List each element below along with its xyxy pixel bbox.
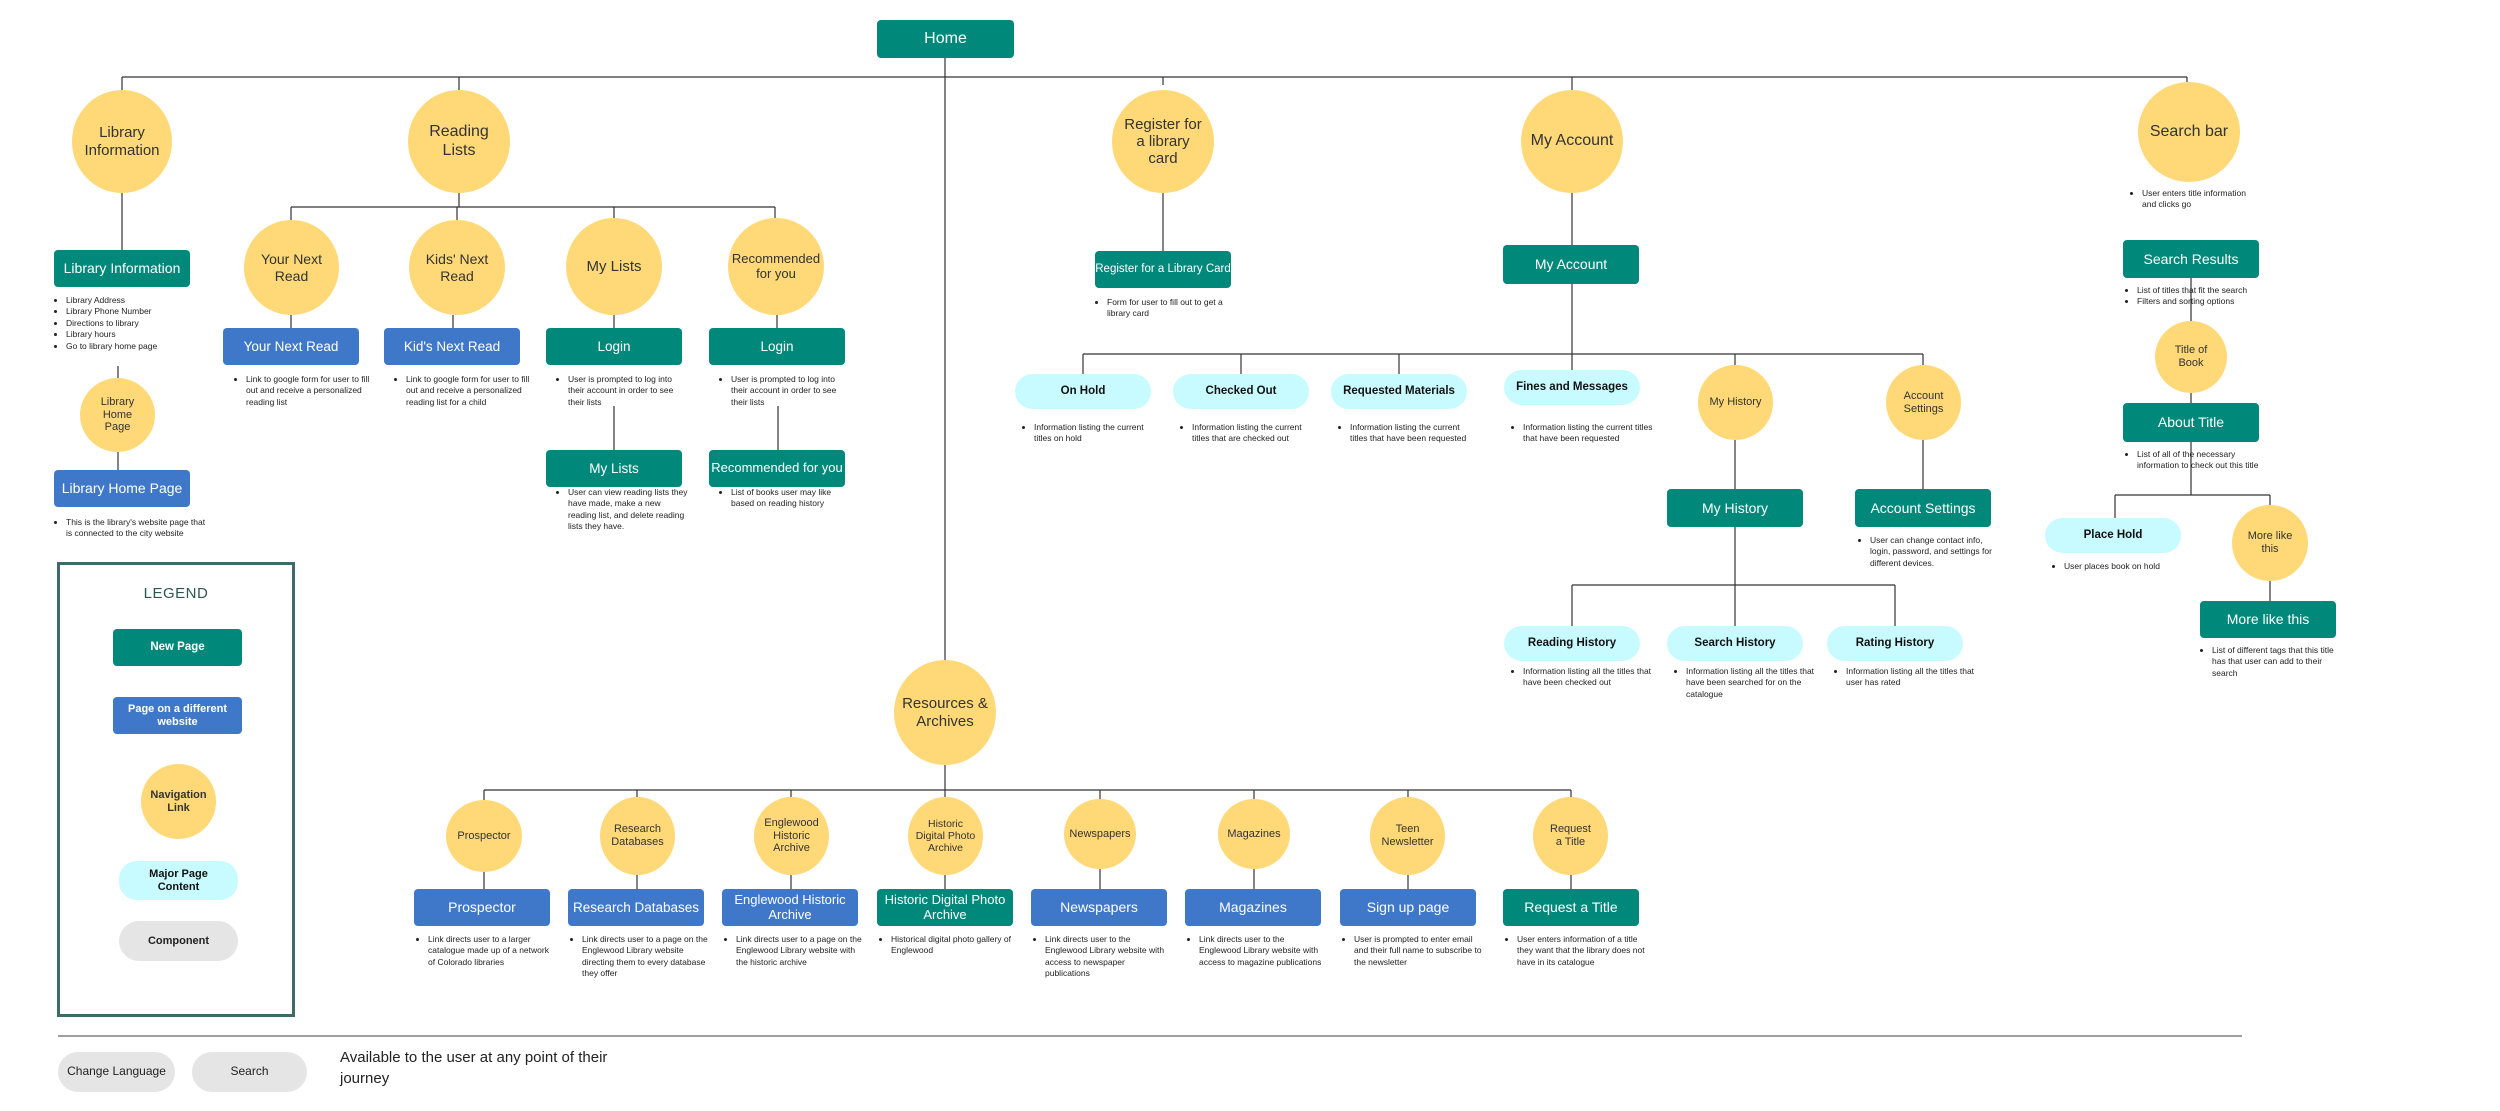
legend: LEGEND (57, 562, 295, 1017)
sign-up-page[interactable]: Sign up page (1340, 889, 1476, 926)
nav-register-library-card[interactable]: Register for a library card (1112, 90, 1214, 193)
search-history-content: Search History (1667, 626, 1803, 661)
nav-my-lists[interactable]: My Lists (566, 218, 662, 315)
search-results-page[interactable]: Search Results (2123, 240, 2259, 278)
on-hold-content: On Hold (1015, 374, 1151, 409)
nav-account-settings[interactable]: Account Settings (1886, 365, 1961, 440)
checked-out-notes: Information listing the current titles t… (1178, 422, 1320, 445)
historic-digital-photo-archive-page[interactable]: Historic Digital Photo Archive (877, 889, 1013, 926)
search-button[interactable]: Search (192, 1052, 307, 1092)
register-library-card-notes: Form for user to fill out to get a libra… (1093, 297, 1242, 320)
availability-note: Available to the user at any point of th… (340, 1049, 608, 1087)
rating-history-notes: Information listing all the titles that … (1832, 666, 1976, 689)
reading-history-notes: Information listing all the titles that … (1509, 666, 1653, 689)
rating-history-content: Rating History (1827, 626, 1963, 661)
recommended-for-you-page[interactable]: Recommended for you (709, 450, 845, 487)
nav-newspapers[interactable]: Newspapers (1064, 799, 1136, 869)
search-history-notes: Information listing all the titles that … (1672, 666, 1816, 700)
legend-title: LEGEND (143, 585, 209, 602)
on-hold-notes: Information listing the current titles o… (1020, 422, 1162, 445)
research-databases-notes: Link directs user to a page on the Engle… (568, 934, 712, 980)
account-settings-page[interactable]: Account Settings (1855, 489, 1991, 527)
about-title-notes: List of all of the necessary information… (2123, 449, 2272, 472)
recommended-login-notes: User is prompted to log into their accou… (717, 374, 851, 408)
prospector-notes: Link directs user to a larger catalogue … (414, 934, 550, 968)
search-results-notes: List of titles that fit the searchFilter… (2123, 285, 2277, 308)
magazines-notes: Link directs user to the Englewood Libra… (1185, 934, 1324, 968)
register-library-card-page[interactable]: Register for a Library Card (1095, 251, 1231, 288)
nav-recommended-for-you[interactable]: Recommended for you (728, 218, 824, 315)
nav-prospector[interactable]: Prospector (446, 800, 522, 872)
nav-search-bar[interactable]: Search bar (2138, 82, 2240, 182)
nav-resources-archives[interactable]: Resources & Archives (894, 660, 996, 765)
nav-your-next-read[interactable]: Your Next Read (244, 220, 339, 315)
request-a-title-page[interactable]: Request a Title (1503, 889, 1639, 926)
nav-englewood-historic-archive[interactable]: Englewood Historic Archive (754, 797, 829, 875)
legend-component: Component (119, 921, 238, 961)
legend-new-page: New Page (113, 629, 242, 666)
fines-and-messages-notes: Information listing the current titles t… (1509, 422, 1653, 445)
newspapers-notes: Link directs user to the Englewood Libra… (1031, 934, 1170, 980)
legend-major-page-content: Major Page Content (119, 861, 238, 900)
library-information-page[interactable]: Library Information (54, 250, 190, 287)
englewood-historic-archive-page[interactable]: Englewood Historic Archive (722, 889, 858, 926)
my-account-page[interactable]: My Account (1503, 245, 1639, 284)
nav-title-of-book[interactable]: Title of Book (2155, 321, 2227, 393)
request-a-title-notes: User enters information of a title they … (1503, 934, 1645, 968)
search-bar-notes: User enters title information and clicks… (2128, 188, 2260, 211)
nav-my-history[interactable]: My History (1698, 365, 1773, 440)
recommended-login-page[interactable]: Login (709, 328, 845, 365)
research-databases-page[interactable]: Research Databases (568, 889, 704, 926)
account-settings-notes: User can change contact info, login, pas… (1856, 535, 2000, 569)
legend-navigation-link: Navigation Link (141, 764, 216, 839)
home-page[interactable]: Home (877, 20, 1014, 58)
more-like-this-notes: List of different tags that this title h… (2198, 645, 2337, 679)
recommended-for-you-notes: List of books user may like based on rea… (717, 487, 851, 510)
fines-and-messages-content: Fines and Messages (1504, 370, 1640, 405)
magazines-page[interactable]: Magazines (1185, 889, 1321, 926)
your-next-read-page[interactable]: Your Next Read (223, 328, 359, 365)
my-history-page[interactable]: My History (1667, 489, 1803, 527)
my-lists-login-notes: User is prompted to log into their accou… (554, 374, 688, 408)
nav-request-a-title[interactable]: Request a Title (1533, 797, 1608, 875)
historic-digital-photo-archive-notes: Historical digital photo gallery of Engl… (877, 934, 1021, 957)
nav-kids-next-read[interactable]: Kids' Next Read (409, 220, 505, 315)
library-home-page[interactable]: Library Home Page (54, 470, 190, 507)
nav-library-home-page[interactable]: Library Home Page (80, 378, 155, 452)
change-language-button[interactable]: Change Language (58, 1052, 175, 1092)
kids-next-read-notes: Link to google form for user to fill out… (392, 374, 532, 408)
nav-reading-lists[interactable]: Reading Lists (408, 90, 510, 193)
checked-out-content: Checked Out (1173, 374, 1309, 409)
nav-more-like-this[interactable]: More like this (2232, 505, 2308, 581)
about-title-page[interactable]: About Title (2123, 403, 2259, 442)
kids-next-read-page[interactable]: Kid's Next Read (384, 328, 520, 365)
library-information-notes: Library AddressLibrary Phone NumberDirec… (52, 295, 206, 352)
englewood-historic-archive-notes: Link directs user to a page on the Engle… (722, 934, 866, 968)
more-like-this-page[interactable]: More like this (2200, 601, 2336, 638)
nav-research-databases[interactable]: Research Databases (600, 797, 675, 875)
place-hold-content: Place Hold (2045, 518, 2181, 553)
my-lists-notes: User can view reading lists they have ma… (554, 487, 688, 533)
library-home-page-notes: This is the library's website page that … (52, 517, 206, 540)
your-next-read-notes: Link to google form for user to fill out… (232, 374, 372, 408)
nav-teen-newsletter[interactable]: Teen Newsletter (1370, 797, 1445, 875)
nav-my-account[interactable]: My Account (1521, 90, 1623, 193)
newspapers-page[interactable]: Newspapers (1031, 889, 1167, 926)
requested-materials-content: Requested Materials (1331, 374, 1467, 409)
nav-library-information[interactable]: Library Information (72, 90, 172, 193)
my-lists-login-page[interactable]: Login (546, 328, 682, 365)
legend-external-page: Page on a different website (113, 697, 242, 734)
nav-historic-digital-photo-archive[interactable]: Historic Digital Photo Archive (908, 797, 983, 875)
sign-up-notes: User is prompted to enter email and thei… (1340, 934, 1482, 968)
requested-materials-notes: Information listing the current titles t… (1336, 422, 1478, 445)
reading-history-content: Reading History (1504, 626, 1640, 661)
my-lists-page[interactable]: My Lists (546, 450, 682, 487)
prospector-page[interactable]: Prospector (414, 889, 550, 926)
nav-magazines[interactable]: Magazines (1218, 799, 1290, 869)
place-hold-notes: User places book on hold (2050, 561, 2194, 572)
